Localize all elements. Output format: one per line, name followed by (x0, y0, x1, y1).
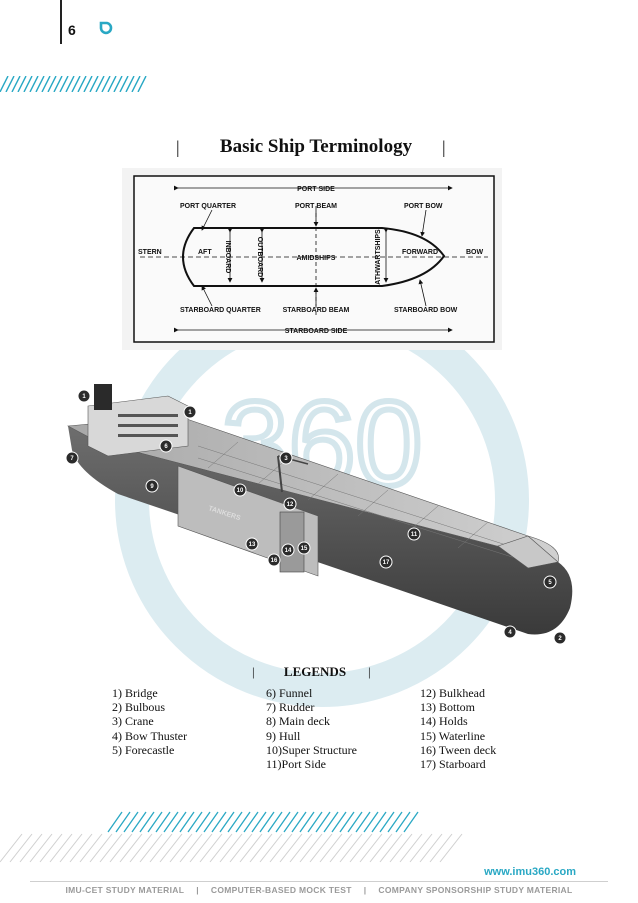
footer-stripes (0, 811, 463, 863)
page-number: 6 (68, 22, 76, 38)
legend-item: 4) Bow Thuster (112, 728, 188, 743)
legend-item: 2) Bulbous (112, 700, 166, 715)
svg-text:1: 1 (82, 394, 86, 400)
callout-1b: 1 (77, 389, 91, 403)
svg-text:16: 16 (271, 558, 278, 564)
title-row: | Basic Ship Terminology | (176, 134, 456, 162)
label-forward: FORWARD (402, 249, 438, 256)
svg-text:2: 2 (558, 636, 562, 642)
callout-6: 6 (159, 439, 173, 453)
legend-item: 7) Rudder (266, 700, 315, 715)
funnel (94, 384, 112, 410)
header-stripes (0, 76, 147, 92)
callout-4: 4 (503, 625, 517, 639)
callout-5: 5 (543, 575, 557, 589)
label-stern: STERN (138, 249, 162, 256)
bulkhead (279, 511, 305, 573)
label-aft: AFT (198, 249, 212, 256)
svg-text:1: 1 (188, 410, 192, 416)
callout-11: 11 (407, 527, 421, 541)
svg-text:3: 3 (284, 456, 288, 462)
legend-item: 12) Bulkhead (420, 686, 485, 700)
label-port-beam: PORT BEAM (295, 203, 337, 210)
legend-item: 14) Holds (420, 714, 468, 729)
legend-item: 9) Hull (266, 728, 301, 743)
footer-divider (30, 881, 608, 882)
label-bow: BOW (466, 249, 484, 256)
website-link[interactable]: www.imu360.com (484, 866, 576, 878)
svg-text:7: 7 (70, 456, 74, 462)
legend-item: 3) Crane (112, 714, 154, 729)
callout-12: 12 (283, 497, 297, 511)
svg-text:13: 13 (249, 542, 256, 548)
legend-item: 13) Bottom (420, 700, 476, 715)
footer-text: IMU-CET STUDY MATERIAL | COMPUTER-BASED MO… (0, 885, 638, 895)
page-title: Basic Ship Terminology (219, 136, 413, 157)
label-athwartships: ATHWARTSHIPS (375, 229, 382, 285)
legend-column-2: 6) Funnel 7) Rudder 8) Main deck 9) Hull… (266, 686, 357, 771)
label-starboard-quarter: STARBOARD QUARTER (180, 307, 261, 314)
legend-column-1: 1) Bridge 2) Bulbous 3) Crane 4) Bow Thu… (112, 686, 187, 757)
footer-item-mock-test: COMPUTER-BASED MOCK TEST (210, 885, 352, 895)
callout-7: 7 (65, 451, 79, 465)
footer-separator: | (196, 885, 199, 895)
svg-text:6: 6 (164, 444, 168, 450)
svg-text:5: 5 (548, 580, 552, 586)
svg-text:12: 12 (287, 502, 294, 508)
callout-9: 9 (145, 479, 159, 493)
legend-item: 5) Forecastle (112, 742, 175, 757)
footer-item-sponsorship: COMPANY SPONSORSHIP STUDY MATERIAL (378, 885, 573, 895)
svg-text:15: 15 (301, 546, 308, 552)
label-starboard-side: STARBOARD SIDE (285, 328, 348, 335)
tanker-cutaway-illustration: TANKERS 1 1 3 7 6 9 10 12 13 14 15 16 11… (65, 384, 573, 645)
label-outboard: OUTBOARD (256, 237, 263, 277)
label-port-quarter: PORT QUARTER (180, 203, 236, 210)
legend-item: 15) Waterline (420, 728, 486, 743)
diagram-frame (133, 175, 495, 343)
callout-17: 17 (379, 555, 393, 569)
legend-item: 11)Port Side (266, 757, 326, 772)
hull-outline (182, 227, 446, 287)
svg-text:9: 9 (150, 484, 154, 490)
legend-item: 17) Starboard (420, 757, 486, 772)
legend-item: 6) Funnel (266, 686, 313, 700)
callout-14: 14 (281, 543, 295, 557)
legend-item: 8) Main deck (266, 714, 330, 729)
callout-15: 15 (297, 541, 311, 555)
callout-13: 13 (245, 537, 259, 551)
header-divider (60, 0, 62, 44)
callout-2: 2 (553, 631, 567, 645)
svg-text:4: 4 (508, 630, 512, 636)
legend-item: 16) Tween deck (420, 742, 497, 757)
svg-text:14: 14 (285, 548, 292, 554)
legend-item: 10)Super Structure (266, 742, 357, 757)
footer-separator: | (363, 885, 367, 895)
label-amidships: AMIDSHIPS (297, 255, 336, 262)
legend-separator-left: | (252, 664, 255, 679)
label-starboard-bow: STARBOARD BOW (394, 307, 458, 314)
footer-item-study-material: IMU-CET STUDY MATERIAL (65, 885, 185, 895)
svg-text:11: 11 (411, 532, 418, 538)
label-inboard: INBOARD (224, 241, 231, 274)
svg-text:17: 17 (383, 560, 390, 566)
callout-3: 3 (279, 451, 293, 465)
svg-text:10: 10 (237, 488, 244, 494)
callout-16: 16 (267, 553, 281, 567)
legend-item: 1) Bridge (112, 686, 158, 700)
label-port-side: PORT SIDE (297, 186, 335, 193)
ship-terminology-diagram: PORT SIDE PORT QUARTER PORT BEAM PORT BO… (122, 168, 502, 350)
label-starboard-beam: STARBOARD BEAM (283, 307, 350, 314)
callout-10: 10 (233, 483, 247, 497)
callout-1: 1 (183, 405, 197, 419)
brand-logo-icon (99, 21, 113, 35)
title-separator-right: | (442, 137, 446, 157)
legend-column-3: 12) Bulkhead 13) Bottom 14) Holds 15) Wa… (420, 686, 496, 771)
title-separator-left: | (176, 137, 180, 157)
legend-header: | LEGENDS | (250, 664, 380, 684)
label-port-bow: PORT BOW (404, 203, 443, 210)
legend-title: LEGENDS (283, 664, 347, 679)
legend-separator-right: | (368, 664, 371, 679)
